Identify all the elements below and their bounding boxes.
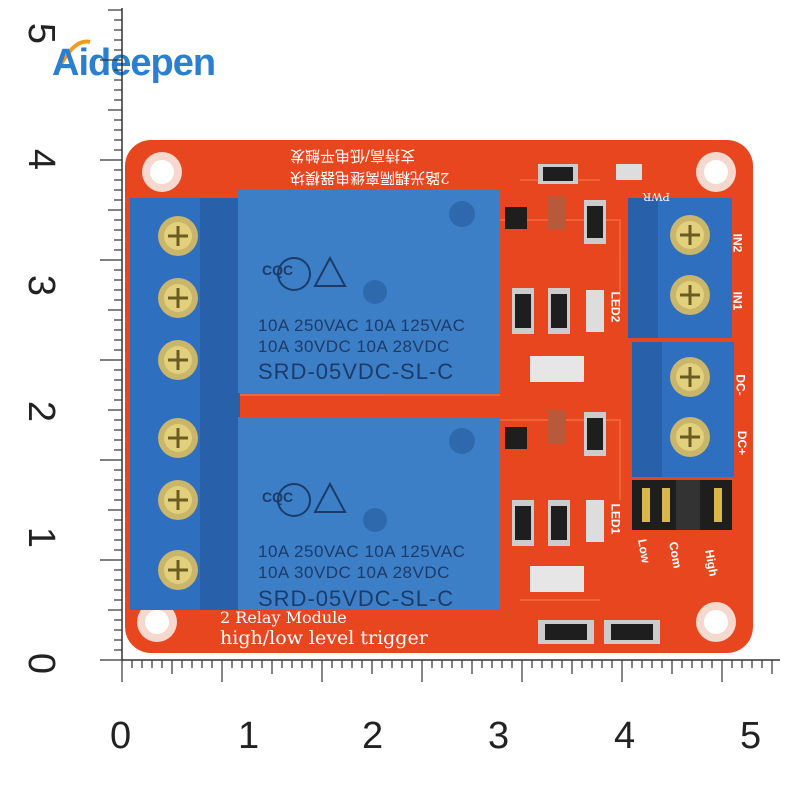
ruler-label-h2: 2 bbox=[362, 715, 384, 757]
silk-title-cn: 2路光耦隔离继电器模块 bbox=[290, 169, 450, 187]
pin-in1: IN1 bbox=[730, 291, 745, 311]
ruler-label-h3: 3 bbox=[488, 715, 510, 757]
ruler-label-h1: 1 bbox=[238, 715, 260, 757]
ruler-label-v2: 2 bbox=[20, 400, 63, 423]
ruler-label-v4: 4 bbox=[20, 148, 63, 171]
pin-in2: IN2 bbox=[730, 233, 745, 253]
logo-swoosh-icon bbox=[56, 39, 91, 71]
silk-pwr: PWR bbox=[643, 190, 670, 203]
silk-led1: LED1 bbox=[608, 503, 623, 535]
ruler-label-h5: 5 bbox=[740, 715, 762, 757]
terminal-screw bbox=[158, 418, 198, 458]
ruler-label-h4: 4 bbox=[614, 715, 636, 757]
terminal-block-power bbox=[632, 342, 734, 477]
relay-top-cert: CQC bbox=[262, 262, 294, 278]
pin-dc-plus: DC+ bbox=[735, 430, 750, 456]
pin-dc-minus: DC- bbox=[733, 374, 748, 396]
transistors bbox=[505, 207, 527, 449]
ruler-label-v5: 5 bbox=[20, 22, 63, 45]
mounting-holes bbox=[137, 152, 736, 642]
jumper-header bbox=[632, 480, 732, 530]
terminal-screw bbox=[158, 278, 198, 318]
ruler-label-v1: 1 bbox=[20, 526, 63, 549]
relay-top-rating1: 10A 250VAC 10A 125VAC bbox=[258, 316, 466, 335]
terminal-screw bbox=[158, 480, 198, 520]
vertical-ruler bbox=[100, 8, 123, 661]
relay-top-rating2: 10A 30VDC 10A 28VDC bbox=[258, 337, 450, 356]
terminal-block-input bbox=[628, 198, 732, 338]
horizontal-ruler bbox=[121, 659, 780, 682]
relay-top bbox=[238, 190, 500, 393]
relay-bottom-model: SRD-05VDC-SL-C bbox=[258, 586, 455, 611]
ruler-label-h0: 0 bbox=[110, 715, 132, 757]
terminal-screw bbox=[158, 216, 198, 256]
terminal-screw bbox=[158, 550, 198, 590]
smd-components bbox=[512, 164, 660, 644]
logo-wordmark: Aideepen bbox=[52, 42, 216, 84]
ruler-label-v3: 3 bbox=[20, 274, 63, 297]
relay-bottom bbox=[238, 417, 500, 610]
terminal-screw bbox=[158, 340, 198, 380]
silk-caption-1: 2 Relay Module bbox=[220, 608, 347, 627]
relay-bottom-rating1: 10A 250VAC 10A 125VAC bbox=[258, 542, 466, 561]
relay-top-model: SRD-05VDC-SL-C bbox=[258, 359, 455, 384]
ruler-label-v0: 0 bbox=[20, 652, 63, 675]
silk-subtitle-cn: 支持高/低电平触发 bbox=[290, 147, 416, 165]
relay-bottom-cert: CQC bbox=[262, 489, 294, 505]
pcb-traces bbox=[240, 179, 621, 601]
silk-caption-2: high/low level trigger bbox=[220, 627, 428, 649]
silk-led2: LED2 bbox=[608, 291, 623, 323]
brand-logo: Aideepen bbox=[52, 36, 272, 96]
relay-bottom-rating2: 10A 30VDC 10A 28VDC bbox=[258, 563, 450, 582]
